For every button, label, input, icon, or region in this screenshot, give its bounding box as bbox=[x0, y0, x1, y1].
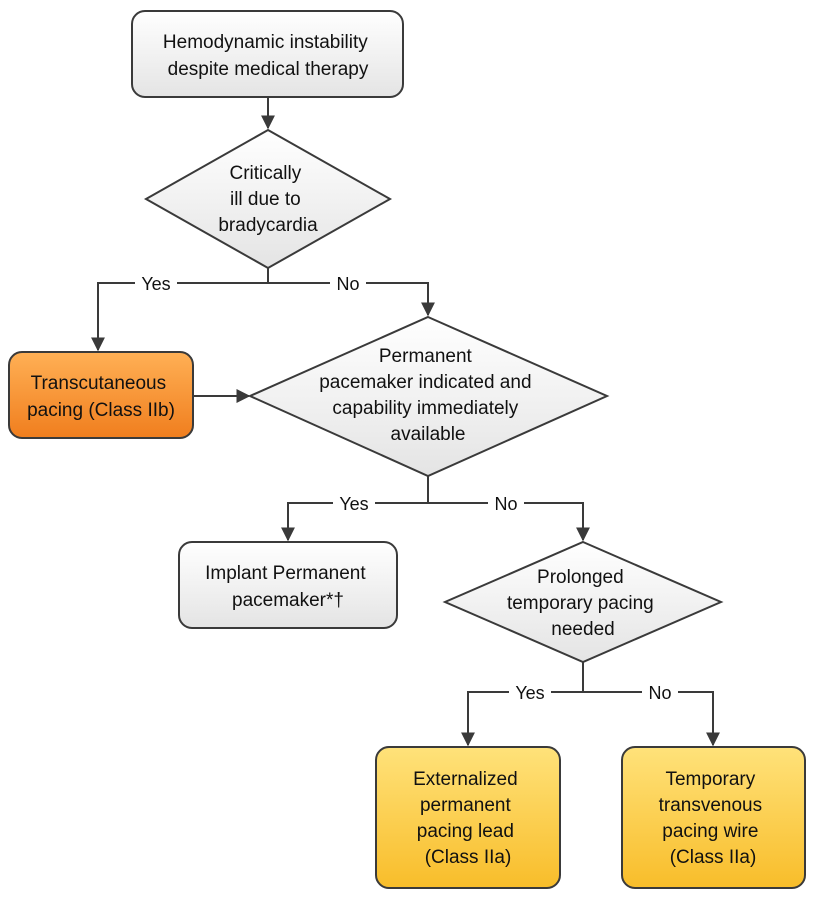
connector-critically-yes bbox=[91, 268, 269, 352]
svg-text:Transcutaneous pacing (C: Transcutaneous pacing (Class IIb) bbox=[27, 373, 175, 421]
decision-critically-ill: Critically ill due to bradycardia bbox=[143, 128, 393, 270]
svg-text:Hemodynamic instability: Hemodynamic instability despite medical … bbox=[163, 32, 373, 80]
connector-critically-no bbox=[268, 282, 435, 317]
node-externalized-lead: Externalized permanent pacing lead (Clas… bbox=[375, 746, 561, 889]
svg-text:Permanent pacemaker indi: Permanent pacemaker indicated and capabi… bbox=[319, 346, 537, 445]
edge-label-permanent-yes: Yes bbox=[339, 494, 368, 514]
edge-label-critically-yes: Yes bbox=[141, 274, 170, 294]
svg-text:Temporary transvenous: Temporary transvenous pacing wire (Class… bbox=[659, 769, 768, 868]
svg-text:Critically ill due to: Critically ill due to bradycardia bbox=[218, 163, 318, 236]
node-temporary-transvenous: Temporary transvenous pacing wire (Class… bbox=[621, 746, 806, 889]
edge-label-critically-no: No bbox=[336, 274, 359, 294]
svg-text:Implant Permanent pacema: Implant Permanent pacemaker*† bbox=[205, 563, 371, 611]
edge-label-prolonged-no: No bbox=[648, 683, 671, 703]
edge-label-prolonged-yes: Yes bbox=[515, 683, 544, 703]
decision-permanent-pacemaker: Permanent pacemaker indicated and capabi… bbox=[247, 315, 610, 478]
connector-prolonged-no bbox=[583, 691, 720, 747]
connector-prolonged-yes bbox=[461, 662, 584, 747]
edge-label-permanent-no: No bbox=[494, 494, 517, 514]
svg-text:Prolonged temporary paci: Prolonged temporary pacing needed bbox=[507, 567, 659, 640]
svg-text:Externalized permanent: Externalized permanent pacing lead (Clas… bbox=[413, 769, 523, 868]
node-transcutaneous-pacing: Transcutaneous pacing (Class IIb) bbox=[8, 351, 194, 439]
node-implant-permanent: Implant Permanent pacemaker*† bbox=[178, 541, 398, 629]
connector-permanent-no bbox=[428, 502, 590, 542]
decision-prolonged-temporary: Prolonged temporary pacing needed bbox=[442, 540, 724, 664]
node-start: Hemodynamic instability despite medical … bbox=[131, 10, 404, 98]
